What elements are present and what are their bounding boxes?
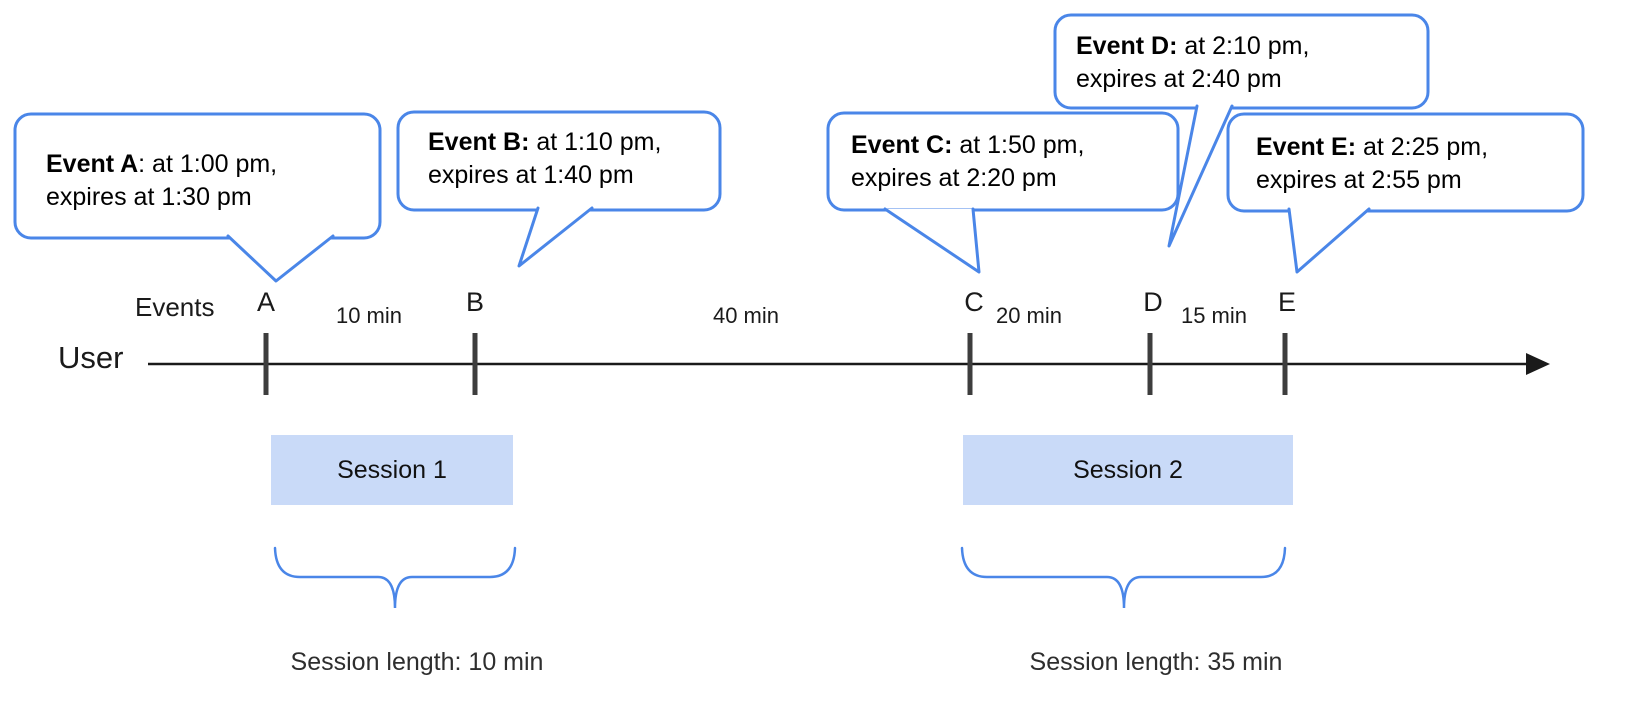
event-mark-label-c: C: [964, 287, 984, 317]
callout-text-event-c: Event C: at 1:50 pm, expires at 2:20 pm: [851, 129, 1084, 195]
callout-tail-d: [1167, 104, 1234, 248]
brace-session-2: [960, 546, 1287, 609]
callout-rest-c: at 1:50 pm,: [952, 131, 1085, 159]
tick-event-c: [967, 333, 973, 395]
event-mark-label-d: D: [1143, 287, 1163, 317]
callout-line-2: expires at 2:55 pm: [1256, 166, 1462, 194]
callout-text-event-b: Event B: at 1:10 pm, expires at 1:40 pm: [428, 126, 661, 192]
event-mark-label-a: A: [256, 287, 276, 317]
event-mark-label-e: E: [1277, 287, 1297, 317]
callout-bold-d: Event D:: [1076, 32, 1178, 60]
callout-tail-c: [883, 207, 981, 274]
user-label: User: [58, 340, 124, 375]
timeline-arrowhead-icon: [1526, 353, 1550, 375]
events-label: Events: [135, 292, 215, 322]
callout-line-2: expires at 2:20 pm: [851, 164, 1057, 192]
tick-event-e: [1282, 333, 1288, 395]
callout-bold-a: Event A: [46, 150, 139, 178]
callout-text-event-a: Event A: at 1:00 pm, expires at 1:30 pm: [46, 148, 277, 214]
brace-session-1: [273, 546, 517, 609]
tick-event-d: [1147, 333, 1153, 395]
callout-text-event-e: Event E: at 2:25 pm, expires at 2:55 pm: [1256, 131, 1488, 197]
callout-line-1: Event B: at 1:10 pm,: [428, 126, 661, 159]
tick-event-a: [263, 333, 269, 395]
interval-label-d-e: 15 min: [1180, 303, 1248, 328]
session-1-label: Session 1: [337, 455, 447, 484]
session-2-length-label: Session length: 35 min: [1029, 648, 1283, 676]
session-1-bar: Session 1: [271, 435, 513, 505]
callout-line-2: expires at 1:40 pm: [428, 161, 634, 189]
callout-tail-a: [226, 234, 335, 283]
callout-line-1: Event C: at 1:50 pm,: [851, 129, 1084, 162]
callout-rest-b: at 1:10 pm,: [529, 128, 662, 156]
event-mark-label-b: B: [465, 287, 485, 317]
callout-bubble-c: [826, 111, 1180, 212]
interval-label-c-d: 20 min: [995, 303, 1063, 328]
callout-text-event-d: Event D: at 2:10 pm, expires at 2:40 pm: [1076, 30, 1309, 96]
callout-line-1: Event D: at 2:10 pm,: [1076, 30, 1309, 63]
callout-line-2: expires at 2:40 pm: [1076, 65, 1282, 93]
callout-line-1: Event A: at 1:00 pm,: [46, 148, 277, 181]
callout-rest-a: : at 1:00 pm,: [138, 150, 278, 178]
interval-label-b-c: 40 min: [712, 303, 780, 328]
session-2-bar: Session 2: [963, 435, 1293, 505]
callout-bubble-d: [1053, 13, 1430, 110]
callout-line-1: Event E: at 2:25 pm,: [1256, 131, 1488, 164]
tick-event-b: [472, 333, 478, 395]
callout-tail-e: [1287, 207, 1371, 274]
callout-rest-e: at 2:25 pm,: [1356, 133, 1489, 161]
callout-tail-b: [517, 206, 594, 268]
session-1-length-label: Session length: 10 min: [290, 648, 544, 676]
session-2-label: Session 2: [1073, 455, 1183, 484]
callout-bubble-a: [13, 112, 382, 240]
callout-bold-c: Event C:: [851, 131, 953, 159]
callout-bold-e: Event E:: [1256, 133, 1357, 161]
callout-bold-b: Event B:: [428, 128, 530, 156]
interval-label-a-b: 10 min: [335, 303, 403, 328]
callout-line-2: expires at 1:30 pm: [46, 183, 252, 211]
callout-bubble-e: [1226, 112, 1585, 213]
callout-rest-d: at 2:10 pm,: [1177, 32, 1310, 60]
